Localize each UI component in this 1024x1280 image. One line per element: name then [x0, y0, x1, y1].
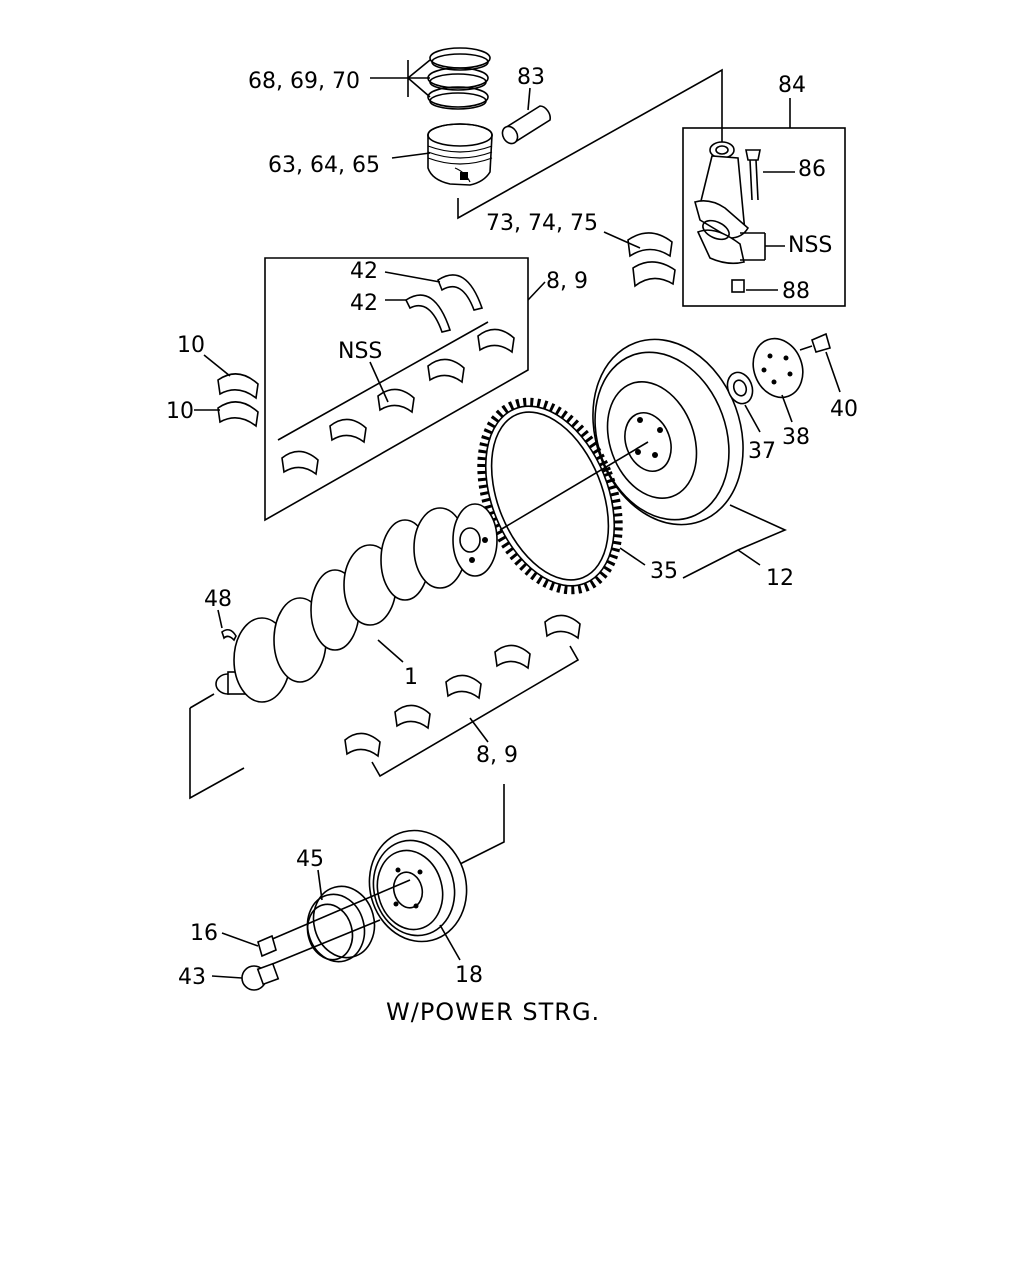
leader-1: [377, 639, 404, 663]
conrod-nut: [731, 279, 745, 293]
leader-48: [217, 609, 223, 629]
leader-18: [439, 924, 461, 961]
axis-pulley: [269, 879, 411, 941]
pulley-spacer: [306, 885, 376, 963]
conrod-bolt: [745, 149, 761, 201]
leader-10a: [203, 354, 231, 377]
label-thrust-washer-upper: 42: [350, 259, 378, 284]
flywheel: [592, 338, 744, 526]
pulley-bolt-16: [257, 934, 277, 958]
thrust-washers: [404, 274, 484, 333]
label-conrod-bolt: 86: [798, 157, 826, 182]
label-crankshaft: 1: [404, 665, 418, 690]
label-nss-rod: NSS: [788, 233, 832, 258]
piston-rings: [427, 47, 491, 110]
label-pilot-bearing: 37: [748, 439, 776, 464]
label-piston-pin: 83: [517, 65, 545, 90]
label-spacer-plate: 38: [782, 425, 810, 450]
connector-piston-rod: [457, 68, 723, 220]
leader-83: [527, 87, 531, 111]
connector-crank-nose: [189, 693, 215, 709]
label-piston: 63, 64, 65: [268, 153, 380, 178]
conrod-box: [682, 127, 846, 307]
leader-43: [211, 975, 243, 979]
leader-35: [619, 547, 646, 566]
label-thrust-washer-lower: 42: [350, 291, 378, 316]
leader-89-top: [527, 281, 546, 301]
piston: [427, 123, 493, 186]
label-ring-gear: 35: [650, 559, 678, 584]
label-pulley-spacer: 45: [296, 847, 324, 872]
axis-pulley-2: [269, 919, 381, 966]
leader-40: [825, 351, 841, 393]
label-flywheel: 12: [766, 566, 794, 591]
crankshaft: [215, 503, 498, 703]
spacer-plate: [752, 337, 804, 399]
label-nss-main: NSS: [338, 339, 382, 364]
label-conrod-nut: 88: [782, 279, 810, 304]
leader-rings: [370, 59, 431, 98]
leader-45: [317, 869, 323, 901]
label-pulley-bolt-43: 43: [178, 965, 206, 990]
label-flywheel-bolt: 40: [830, 397, 858, 422]
flywheel-bolt: [799, 332, 831, 353]
leader-63: [391, 152, 431, 159]
leader-12: [682, 504, 787, 579]
leader-37: [744, 404, 761, 433]
label-rod-bearings: 73, 74, 75: [486, 211, 598, 236]
bearings-10: [217, 373, 259, 428]
label-pulley-bolt-16: 16: [190, 921, 218, 946]
leader-nss-main: [277, 321, 489, 441]
woodruff-key: [221, 628, 237, 642]
axis-flywheel: [499, 441, 649, 531]
label-main-bearings-lower: 8, 9: [476, 743, 518, 768]
rod-bearings: [627, 232, 676, 288]
label-bearing-10-upper: 10: [177, 333, 205, 358]
crank-pulley: [368, 829, 468, 943]
connector-crank-pulley: [189, 708, 505, 869]
label-conrod-assy: 84: [778, 73, 806, 98]
leader-73: [603, 231, 641, 249]
main-bearing-shells-upper: [281, 328, 515, 476]
leader-42a: [384, 271, 441, 283]
leader-16: [221, 932, 259, 947]
label-rings: 68, 69, 70: [248, 69, 360, 94]
pulley-bolt-43: [241, 962, 280, 991]
piston-pin: [501, 105, 551, 145]
label-crank-pulley: 18: [455, 963, 483, 988]
diagram-caption: W/POWER STRG.: [386, 998, 600, 1026]
main-bearing-box: [264, 257, 529, 522]
label-key: 48: [204, 587, 232, 612]
leader-89-bot: [371, 645, 580, 778]
main-bearing-shells-lower: [344, 614, 581, 758]
label-bearing-10-lower: 10: [166, 399, 194, 424]
pilot-bearing: [726, 371, 754, 405]
leader-38: [781, 394, 793, 423]
leader-nss-rod: [740, 232, 785, 261]
label-main-bearings-upper: 8, 9: [546, 269, 588, 294]
connecting-rod: [694, 141, 750, 265]
